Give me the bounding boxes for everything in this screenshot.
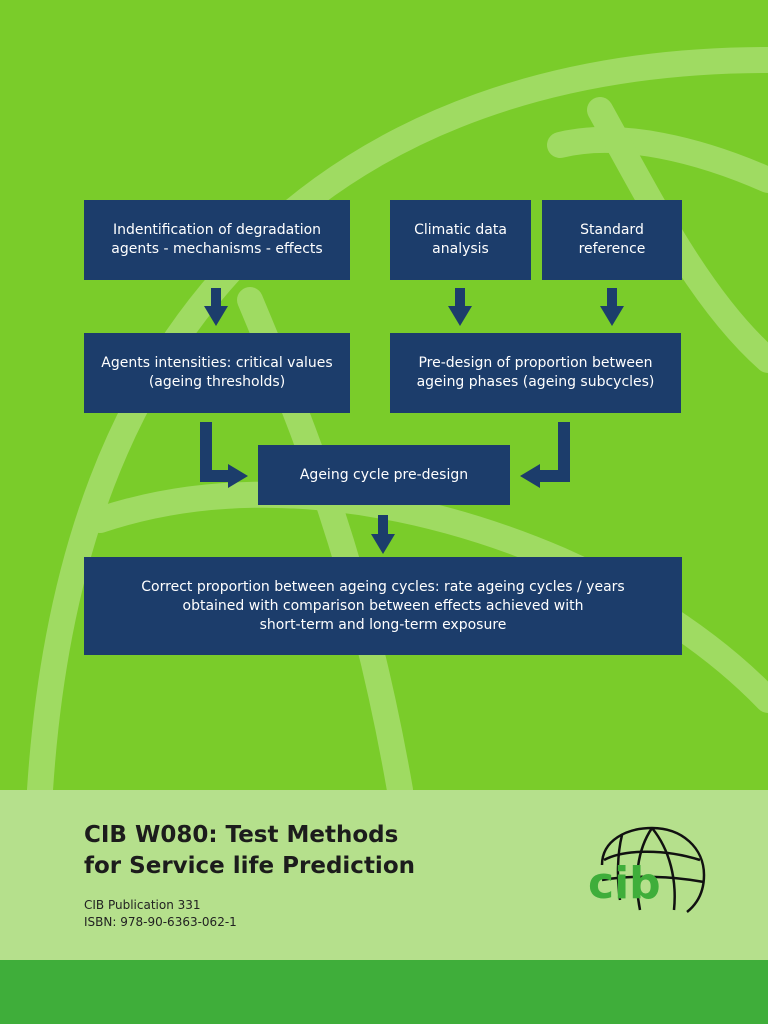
footer-band <box>0 790 768 960</box>
publication-number: CIB Publication 331 <box>84 898 201 912</box>
arrow-elbow-right-icon <box>200 422 248 488</box>
arrow-down-icon <box>448 288 472 326</box>
logo-wordmark: cib <box>588 858 661 909</box>
bottom-strip <box>0 960 768 1024</box>
box-ageing-cycle-predesign: Ageing cycle pre-design <box>258 445 510 505</box>
box-correct-proportion: Correct proportion between ageing cycles… <box>84 557 682 655</box>
cib-logo: cib <box>588 826 706 913</box>
publication-info: CIB Publication 331 ISBN: 978-90-6363-06… <box>84 897 237 931</box>
flowchart-arrows <box>200 288 624 554</box>
arrow-down-icon <box>600 288 624 326</box>
box-agents-intensities: Agents intensities: critical values (age… <box>84 333 350 413</box>
arrow-down-icon <box>204 288 228 326</box>
arrow-elbow-left-icon <box>520 422 570 488</box>
arrow-down-icon <box>371 515 395 554</box>
isbn: ISBN: 978-90-6363-062-1 <box>84 915 237 929</box>
box-standard-reference: Standard reference <box>542 200 682 280</box>
box-climatic-data: Climatic data analysis <box>390 200 531 280</box>
title-line-1: CIB W080: Test Methods <box>84 822 399 848</box>
publication-title: CIB W080: Test Methods for Service life … <box>84 820 544 882</box>
box-identification: Indentification of degradation agents - … <box>84 200 350 280</box>
title-line-2: for Service life Prediction <box>84 853 415 879</box>
box-predesign-proportion: Pre-design of proportion between ageing … <box>390 333 681 413</box>
